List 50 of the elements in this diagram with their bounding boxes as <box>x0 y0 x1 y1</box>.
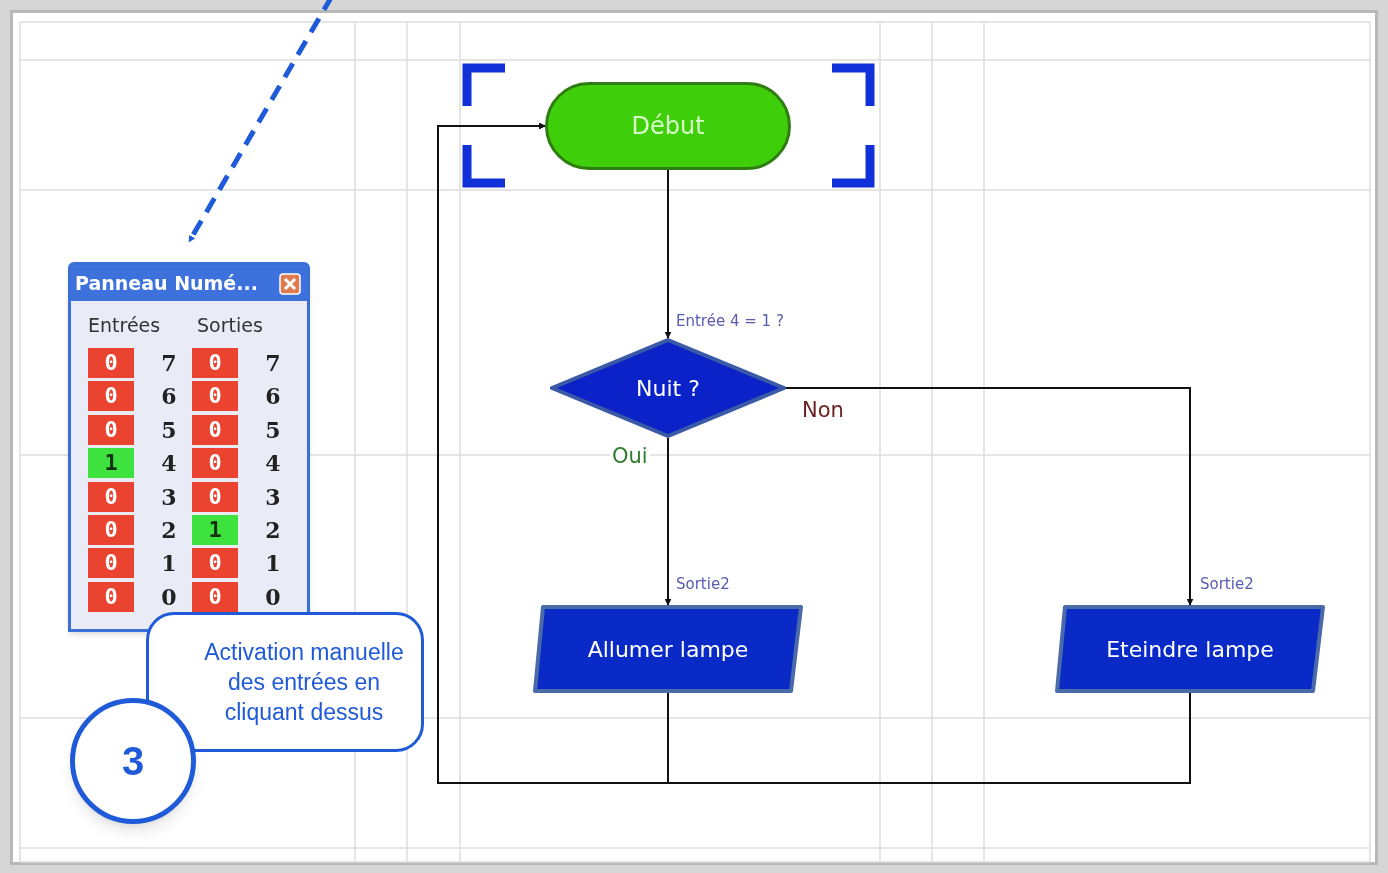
bit-number: 6 <box>160 382 178 412</box>
state-cell: 0 <box>192 381 238 412</box>
bit-number: 6 <box>264 382 282 412</box>
flow-arrow <box>664 169 672 339</box>
dashed-arrow <box>186 0 335 244</box>
process-box: Eteindre lampe <box>1055 605 1325 693</box>
bit-number: 7 <box>264 349 282 378</box>
condition-label: Entrée 4 = 1 ? <box>676 311 784 332</box>
callout-text: Activation manuelle des entrées en cliquant dessus <box>203 638 405 727</box>
bit-number: 2 <box>160 516 178 545</box>
bit-number: 3 <box>160 482 178 512</box>
state-cell: 0 <box>192 348 238 378</box>
state-cell: 0 <box>88 548 134 579</box>
state-cell: 0 <box>192 448 238 479</box>
panel-title: Panneau Numé... <box>75 272 258 294</box>
column-header: Sorties <box>197 313 263 338</box>
flow-arrow <box>437 122 1191 784</box>
state-cell: 0 <box>192 414 238 445</box>
bit-number: 4 <box>264 449 282 479</box>
state-cell: 0 <box>88 581 134 612</box>
input-output-panel <box>68 262 310 632</box>
bit-number: 7 <box>160 349 178 378</box>
state-cell: 0 <box>192 548 238 579</box>
condition-label: Sortie2 <box>1200 574 1254 595</box>
flow-arrow <box>785 387 1194 606</box>
state-cell: 0 <box>88 348 134 378</box>
bit-number: 5 <box>264 415 282 445</box>
state-cell: 0 <box>192 581 238 612</box>
state-cell: 1 <box>88 448 134 479</box>
state-cell: 0 <box>88 414 134 445</box>
start-terminal: Début <box>545 82 791 170</box>
bit-number: 5 <box>160 415 178 445</box>
speech-bubble <box>146 612 424 752</box>
condition-label: Sortie2 <box>676 574 730 595</box>
bit-number: 0 <box>160 582 178 612</box>
bit-number: 4 <box>160 449 178 479</box>
bit-number: 2 <box>264 516 282 545</box>
bit-number: 0 <box>264 582 282 612</box>
state-cell: 0 <box>88 381 134 412</box>
flow-arrow <box>664 437 672 606</box>
column-header: Entrées <box>88 313 161 338</box>
state-cell: 0 <box>192 481 238 512</box>
bit-number: 3 <box>264 482 282 512</box>
bit-number: 1 <box>264 549 282 579</box>
process-box: Allumer lampe <box>533 605 803 693</box>
state-cell: 0 <box>88 481 134 512</box>
state-cell: 1 <box>192 515 238 545</box>
state-cell: 0 <box>88 515 134 545</box>
bit-number: 1 <box>160 549 178 579</box>
decision-diamond: Nuit ? <box>550 338 786 438</box>
